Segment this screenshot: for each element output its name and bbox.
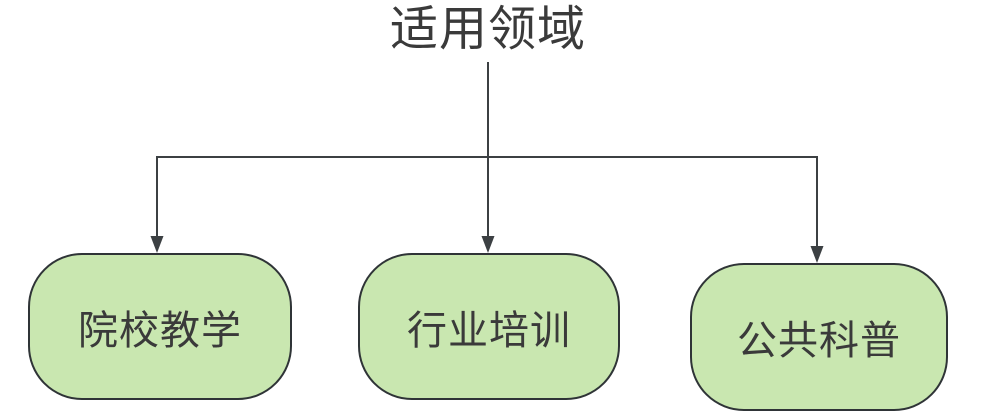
node-public: 公共科普	[690, 263, 948, 411]
node-public-label: 公共科普	[737, 319, 901, 363]
connector-branch-right	[810, 156, 824, 263]
arrowhead-down-icon	[810, 246, 824, 263]
node-school: 院校教学	[28, 253, 292, 400]
connector-branch-left	[150, 156, 164, 253]
arrowhead-down-icon	[481, 236, 495, 253]
node-school-label: 院校教学	[78, 308, 242, 353]
node-industry: 行业培训	[358, 253, 620, 400]
arrowhead-down-icon	[150, 236, 164, 253]
diagram-title: 适用领域	[389, 3, 587, 56]
node-industry-label: 行业培训	[407, 308, 571, 353]
connector-trunk-middle	[481, 62, 495, 253]
